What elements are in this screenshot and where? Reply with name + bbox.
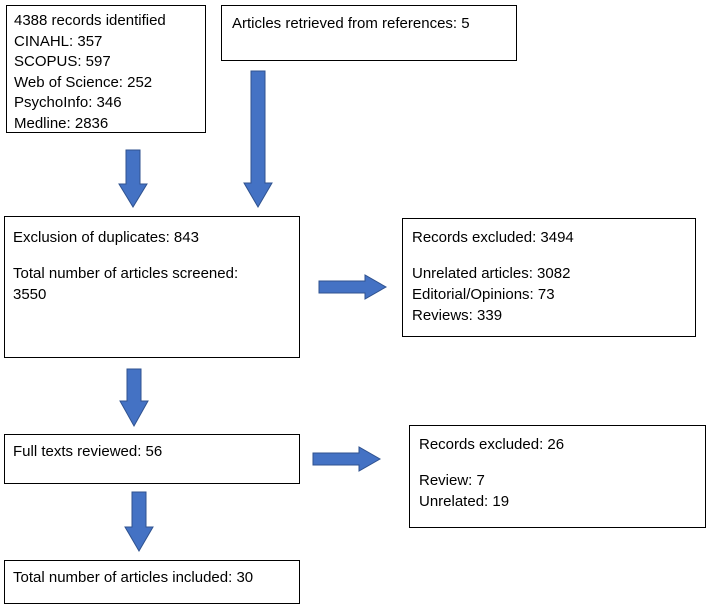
database-records-total: 4388 records identified xyxy=(14,12,166,29)
arrow-right-screening-icon xyxy=(318,274,388,300)
arrow-down-references-icon xyxy=(243,70,273,208)
excluded-unrelated: Unrelated articles: 3082 xyxy=(412,265,571,282)
excluded-editorial: Editorial/Opinions: 73 xyxy=(412,286,555,303)
references-box: Articles retrieved from references: 5 xyxy=(221,5,517,61)
excluded-unrelated-full-text: Unrelated: 19 xyxy=(419,493,510,510)
database-psychoinfo: PsychoInfo: 346 xyxy=(14,94,122,111)
database-medline: Medline: 2836 xyxy=(14,114,109,132)
screened-value: 3550 xyxy=(13,286,47,303)
full-text-excluded-total: Records excluded: 26 xyxy=(419,436,565,453)
arrow-down-database-icon xyxy=(118,149,148,208)
screening-exclusions-box: Records excluded: 3494 Unrelated article… xyxy=(402,218,696,337)
screening-box: Exclusion of duplicates: 843 Total numbe… xyxy=(4,216,300,358)
included-count: Total number of articles included: 30 xyxy=(13,569,254,586)
arrow-right-full-text-icon xyxy=(312,446,382,472)
screening-excluded-total: Records excluded: 3494 xyxy=(412,229,574,246)
full-text-exclusions-box: Records excluded: 26 Review: 7 Unrelated… xyxy=(409,425,706,528)
full-text-box: Full texts reviewed: 56 xyxy=(4,434,300,484)
duplicates-excluded: Exclusion of duplicates: 843 xyxy=(13,229,199,246)
excluded-reviews: Reviews: 339 xyxy=(412,307,503,324)
references-count: Articles retrieved from references: 5 xyxy=(232,15,470,32)
included-box: Total number of articles included: 30 xyxy=(4,560,300,604)
full-text-count: Full texts reviewed: 56 xyxy=(13,443,163,460)
arrow-down-screening-icon xyxy=(119,368,149,428)
database-records-box: 4388 records identified CINAHL: 357 SCOP… xyxy=(6,5,206,133)
arrow-down-full-text-icon xyxy=(124,491,154,552)
database-scopus: SCOPUS: 597 xyxy=(14,53,111,70)
database-web-of-science: Web of Science: 252 xyxy=(14,73,153,91)
database-cinahl: CINAHL: 357 xyxy=(14,32,103,50)
screened-label: Total number of articles screened: xyxy=(13,265,239,282)
excluded-review: Review: 7 xyxy=(419,472,485,489)
